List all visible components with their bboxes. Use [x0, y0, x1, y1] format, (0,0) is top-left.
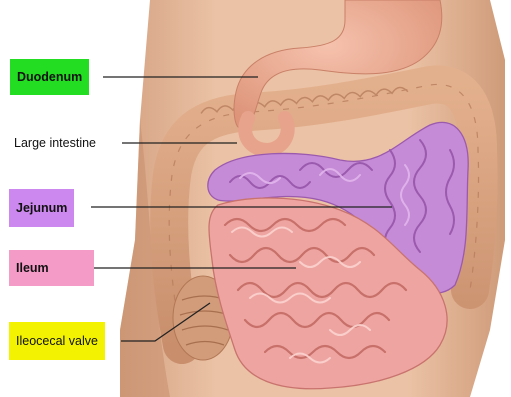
label-ileocecal-valve: Ileocecal valve [9, 322, 105, 360]
label-large-intestine: Large intestine [14, 134, 96, 152]
label-ileum: Ileum [9, 250, 94, 286]
label-jejunum: Jejunum [9, 189, 74, 227]
label-duodenum: Duodenum [10, 59, 89, 95]
